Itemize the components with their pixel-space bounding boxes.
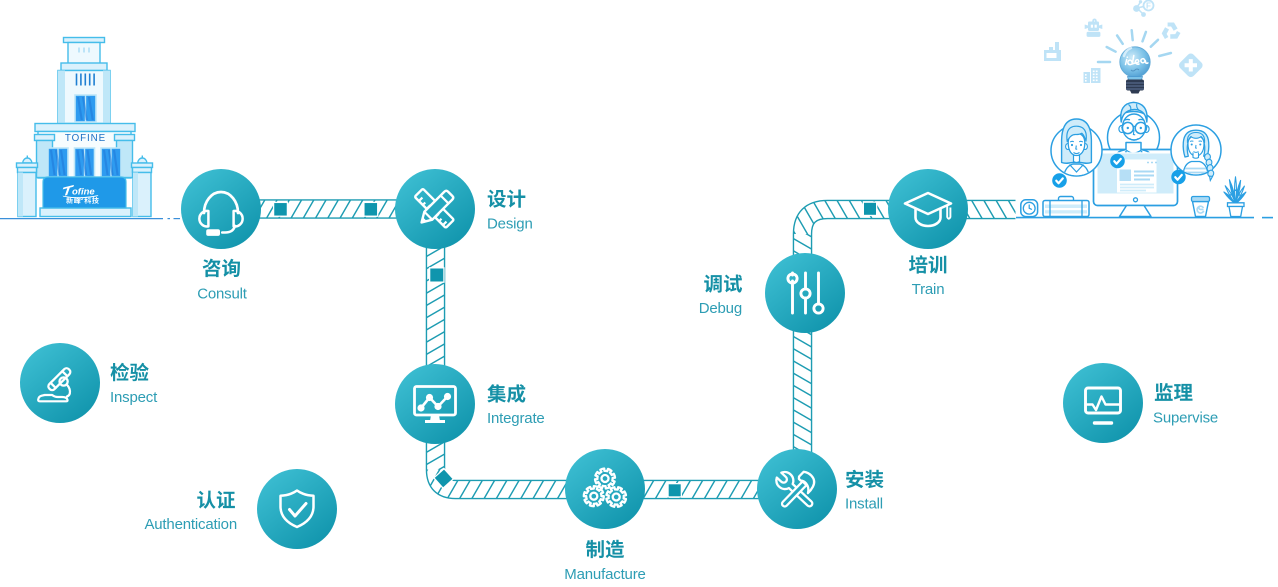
svg-text:Integrate: Integrate	[487, 410, 545, 427]
svg-text:Consult: Consult	[197, 286, 248, 303]
svg-text:Supervise: Supervise	[1153, 409, 1218, 426]
svg-text:Design: Design	[487, 215, 533, 232]
svg-text:Inspect: Inspect	[110, 389, 158, 406]
svg-text:Train: Train	[912, 281, 945, 298]
svg-text:Manufacture: Manufacture	[564, 566, 645, 583]
svg-text:Debug: Debug	[699, 300, 742, 317]
svg-text:Authentication: Authentication	[144, 516, 237, 533]
svg-text:TOFINE: TOFINE	[65, 133, 106, 144]
svg-text:F: F	[1146, 2, 1151, 11]
svg-text:ofine: ofine	[72, 187, 95, 198]
svg-text:Install: Install	[845, 496, 883, 513]
